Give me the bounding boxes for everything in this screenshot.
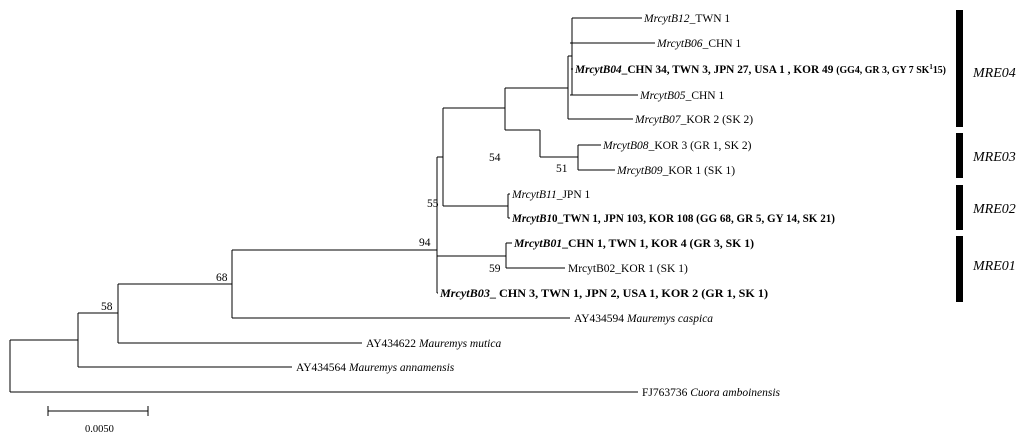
tip-label-mrcytb08: MrcytB08_KOR 3 (GR 1, SK 2) [602, 140, 752, 152]
tip-label-segment: _KOR 1 (SK 1) [662, 165, 736, 177]
tip-label-cuora-amboinensis: FJ763736 Cuora amboinensis [642, 387, 781, 399]
tip-labels: MrcytB12_TWN 1 MrcytB06_CHN 1 MrcytB04_C… [296, 13, 946, 399]
tip-label-mrcytb04: MrcytB04_CHN 34, TWN 3, JPN 27, USA 1 , … [574, 63, 946, 76]
tip-label-segment: _JPN 1 [556, 189, 591, 201]
tip-label-segment: _CHN 1 [685, 90, 725, 102]
tip-label-mauremys-annamensis: AY434564 Mauremys annamensis [296, 362, 455, 374]
tip-label-segment: MrcytB02_KOR 1 (SK 1) [568, 263, 688, 275]
tip-label-mauremys-caspica: AY434594 Mauremys caspica [574, 313, 713, 325]
tip-label-segment: 0_TWN 1, JPN 103, KOR 108 (GG 68, GR 5, … [552, 213, 835, 225]
group-bar-mre01 [956, 236, 963, 302]
tip-label-segment: MrcytB06 [656, 38, 703, 50]
tip-label-mrcytb11: MrcytB11_JPN 1 [511, 189, 591, 201]
tip-label-segment: MrcytB03 [439, 288, 490, 300]
tip-label-segment: MrcytB11 [511, 189, 557, 201]
tip-label-mrcytb10: MrcytB10_TWN 1, JPN 103, KOR 108 (GG 68,… [511, 213, 835, 225]
group-label-mre01: MRE01 [972, 259, 1016, 274]
tip-label-mauremys-mutica: AY434622 Mauremys mutica [366, 338, 501, 350]
tip-label-segment: _CHN 1, TWN 1, KOR 4 (GR 3, SK 1) [561, 238, 754, 250]
tip-label-segment: 15) [933, 65, 946, 76]
tip-label-mrcytb09: MrcytB09_KOR 1 (SK 1) [616, 165, 735, 177]
tip-label-mrcytb03: MrcytB03_ CHN 3, TWN 1, JPN 2, USA 1, KO… [439, 288, 768, 300]
scale-bar: 0.0050 [47, 406, 149, 435]
group-bar-mre02 [956, 185, 963, 230]
tip-label-segment: _CHN 34, TWN 3, JPN 27, USA 1 , KOR 49 [621, 64, 837, 76]
tip-label-segment: _CHN 1 [702, 38, 742, 50]
bootstrap-59: 59 [489, 263, 501, 275]
tip-label-segment: MrcytB07 [634, 114, 682, 126]
tip-label-segment: Mauremys mutica [418, 338, 502, 350]
group-label-mre02: MRE02 [972, 202, 1016, 217]
tip-label-segment: MrcytB09 [616, 165, 663, 177]
tip-label-mrcytb12: MrcytB12_TWN 1 [643, 13, 730, 25]
tip-label-segment: Mauremys annamensis [348, 362, 455, 374]
bootstrap-55: 55 [427, 198, 439, 210]
scale-bar-label: 0.0050 [85, 424, 114, 435]
tip-label-segment: MrcytB01 [513, 238, 562, 250]
tip-label-segment: 1 [929, 63, 933, 71]
tip-label-segment: (GG4, GR 3, GY 7 SK [836, 65, 929, 76]
tip-label-segment: _ CHN 3, TWN 1, JPN 2, USA 1, KOR 2 (GR … [489, 288, 768, 300]
tip-label-mrcytb05: MrcytB05_CHN 1 [639, 90, 724, 102]
bootstrap-58: 58 [101, 301, 113, 313]
tip-label-segment: Mauremys caspica [626, 313, 713, 325]
bootstrap-68: 68 [216, 272, 228, 284]
tip-label-mrcytb02: MrcytB02_KOR 1 (SK 1) [568, 263, 688, 275]
tip-label-segment: _KOR 2 (SK 2) [680, 114, 754, 126]
tip-label-segment: MrcytB12 [643, 13, 690, 25]
tip-label-segment: FJ763736 [642, 387, 690, 399]
tip-label-mrcytb07: MrcytB07_KOR 2 (SK 2) [634, 114, 753, 126]
bootstrap-values: 51 54 55 59 94 68 58 [101, 152, 568, 313]
group-bar-mre04 [956, 10, 963, 127]
bootstrap-51: 51 [556, 163, 568, 175]
bootstrap-94: 94 [419, 237, 431, 249]
tip-label-segment: MrcytB1 [511, 213, 552, 225]
tip-label-segment: MrcytB08 [602, 140, 649, 152]
group-label-mre04: MRE04 [972, 66, 1016, 81]
tip-label-segment: AY434622 [366, 338, 419, 350]
tip-label-segment: _KOR 3 (GR 1, SK 2) [648, 140, 752, 152]
bootstrap-54: 54 [489, 152, 501, 164]
tip-label-segment: AY434594 [574, 313, 627, 325]
tip-label-segment: Cuora amboinensis [690, 387, 780, 399]
tip-label-mrcytb01: MrcytB01_CHN 1, TWN 1, KOR 4 (GR 3, SK 1… [513, 238, 754, 250]
tip-label-segment: MrcytB05 [639, 90, 686, 102]
clade-groups: MRE04 MRE03 MRE02 MRE01 [956, 10, 1016, 302]
tip-label-segment: MrcytB04 [574, 64, 622, 76]
group-bar-mre03 [956, 133, 963, 178]
tip-label-segment: _TWN 1 [689, 13, 731, 25]
tip-label-segment: AY434564 [296, 362, 349, 374]
tip-label-mrcytb06: MrcytB06_CHN 1 [656, 38, 741, 50]
group-label-mre03: MRE03 [972, 150, 1016, 165]
tree-branches [9, 17, 655, 393]
